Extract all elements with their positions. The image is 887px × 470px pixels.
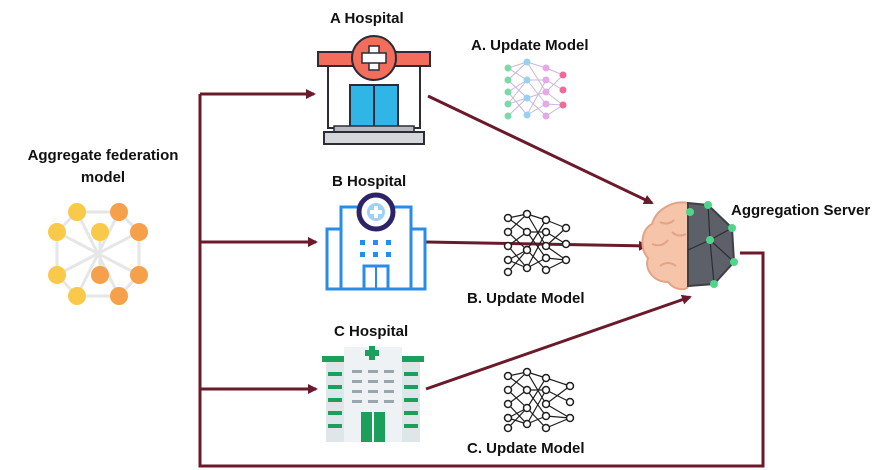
neural-network-icon-c xyxy=(503,367,575,433)
hospital-c-icon xyxy=(322,346,424,442)
aggregate-model-label: Aggregate federation model xyxy=(27,147,179,186)
hospital-a-label: A Hospital xyxy=(330,10,404,27)
arrow-c-to-server xyxy=(425,294,692,391)
aggregation-server-label: Aggregation Server xyxy=(731,202,871,219)
hospital-b-label: B Hospital xyxy=(332,173,407,190)
neural-network-icon-a xyxy=(504,58,567,120)
hospital-a-icon xyxy=(317,35,431,145)
update-model-c-label: C. Update Model xyxy=(467,440,585,457)
feedback-loop-line xyxy=(198,94,765,468)
update-model-b-label: B. Update Model xyxy=(467,290,585,307)
hospital-c-label: C Hospital xyxy=(334,323,409,340)
brain-chip-icon xyxy=(641,201,738,291)
network-graph-icon xyxy=(48,203,148,305)
update-model-a-label: A. Update Model xyxy=(471,37,589,54)
hospital-b-icon xyxy=(325,192,427,291)
neural-network-icon-b xyxy=(503,209,571,277)
arrow-a-to-server xyxy=(427,94,654,205)
